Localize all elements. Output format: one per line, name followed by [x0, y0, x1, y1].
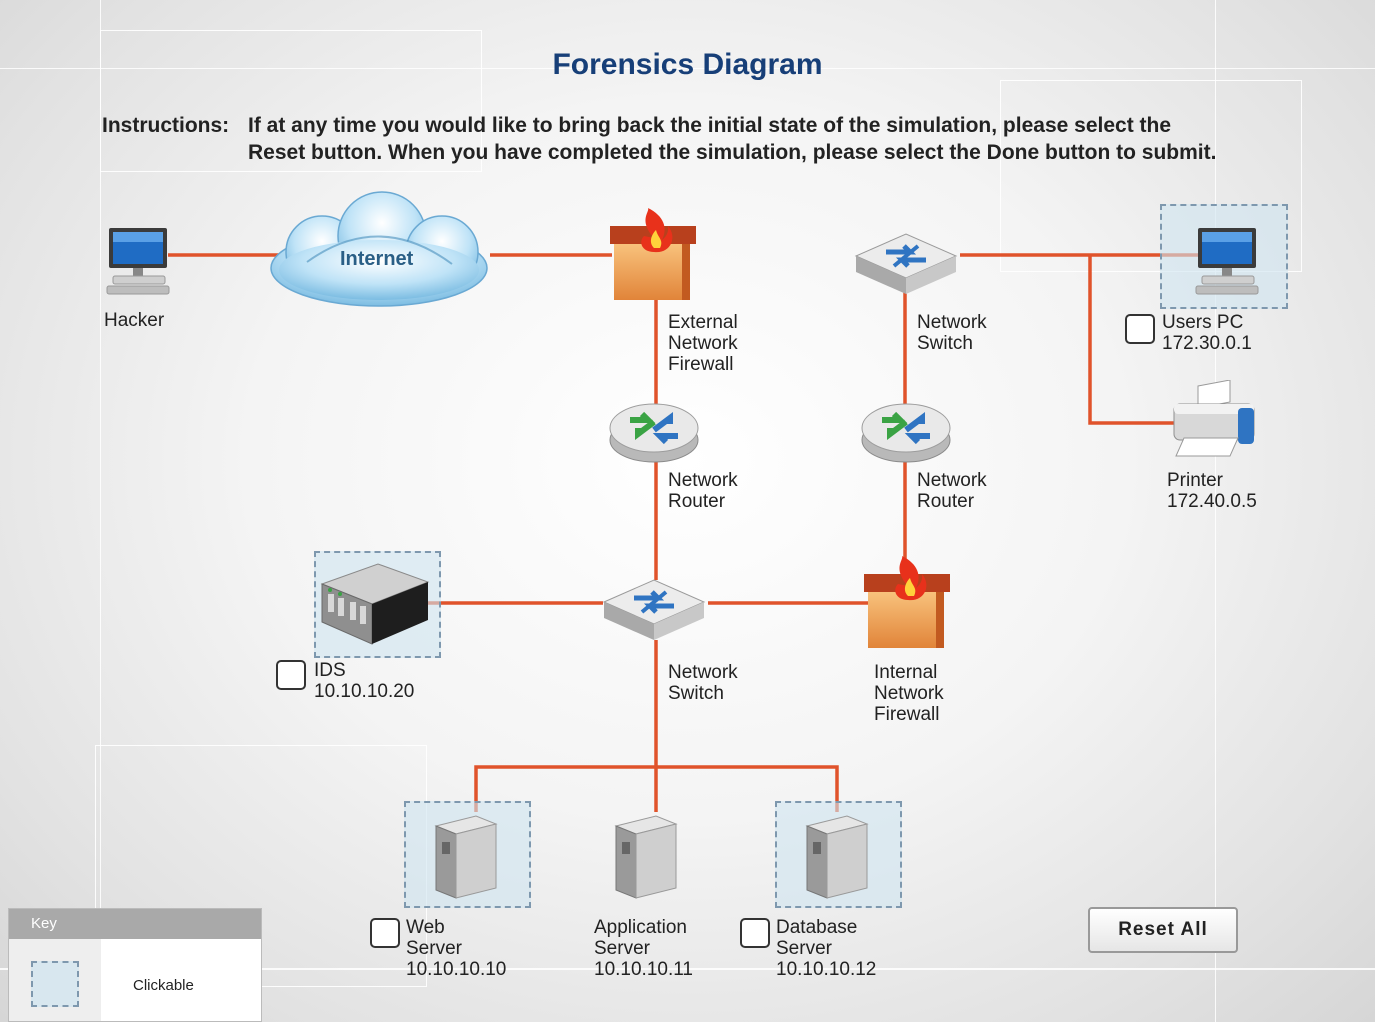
label-line: Printer: [1167, 470, 1223, 491]
internal-firewall-label: Internal Network Firewall: [874, 662, 944, 725]
network-router-right-label: Network Router: [917, 470, 987, 512]
database-server-icon: [803, 812, 873, 905]
network-router-icon: [860, 400, 952, 469]
label-line: Application: [594, 917, 687, 938]
label-line: Server: [594, 938, 650, 959]
label-line: Internal: [874, 662, 938, 683]
database-server-label: Database Server 10.10.10.12: [776, 917, 876, 980]
label-line: Router: [917, 491, 975, 512]
label-line: Router: [668, 491, 726, 512]
label-line: Network: [668, 333, 738, 354]
background-decor-line: [1215, 0, 1216, 1022]
ids-appliance-icon: [318, 560, 430, 651]
clickable-swatch-icon: [31, 961, 79, 1007]
instructions-prefix: Instructions:: [102, 114, 230, 137]
web-server-checkbox[interactable]: [370, 918, 400, 948]
ids-checkbox[interactable]: [276, 660, 306, 690]
printer-label: Printer 172.40.0.5: [1167, 470, 1257, 512]
internet-label: Internet: [340, 248, 414, 270]
label-line: Network: [668, 470, 738, 491]
internet-cloud-icon: [262, 190, 497, 320]
label-line: Database: [776, 917, 858, 938]
label-line: 172.40.0.5: [1167, 491, 1257, 512]
label-line: Switch: [917, 333, 973, 354]
internal-firewall-icon: [862, 556, 954, 657]
label-line: Server: [776, 938, 832, 959]
label-line: IDS: [314, 660, 346, 681]
background-decor-line: [100, 0, 101, 1022]
label-line: Switch: [668, 683, 724, 704]
label-line: Firewall: [668, 354, 734, 375]
reset-all-button[interactable]: Reset All: [1088, 907, 1238, 953]
label-line: Firewall: [874, 704, 940, 725]
legend-key-panel: Key Clickable: [8, 908, 262, 1022]
external-firewall-label: External Network Firewall: [668, 312, 738, 375]
label-line: Users PC: [1162, 312, 1244, 333]
label-line: Network: [917, 470, 987, 491]
label-line: External: [668, 312, 738, 333]
printer-icon: [1168, 379, 1260, 463]
label-line: 10.10.10.11: [594, 959, 693, 980]
web-server-label: Web Server 10.10.10.10: [406, 917, 506, 980]
network-switch-center-label: Network Switch: [668, 662, 738, 704]
users-pc-computer-icon: [1192, 226, 1262, 303]
network-switch-icon: [598, 572, 710, 647]
instructions-line-2: Reset button. When you have completed th…: [248, 141, 1217, 164]
background-decor-line: [0, 968, 1375, 970]
background-decor-line: [0, 68, 1375, 69]
network-router-icon: [608, 400, 700, 469]
database-server-checkbox[interactable]: [740, 918, 770, 948]
background-decor-box: [100, 30, 482, 172]
application-server-icon: [612, 812, 682, 905]
users-pc-label: Users PC 172.30.0.1: [1162, 312, 1252, 354]
external-firewall-icon: [608, 208, 700, 309]
label-line: 10.10.10.12: [776, 959, 877, 980]
users-pc-checkbox[interactable]: [1125, 314, 1155, 344]
network-switch-icon: [850, 226, 962, 301]
background-decor-box: [1000, 80, 1302, 272]
hacker-label: Hacker: [104, 310, 165, 331]
label-line: 172.30.0.1: [1162, 333, 1252, 354]
label-line: Server: [406, 938, 462, 959]
application-server-label: Application Server 10.10.10.11: [594, 917, 693, 980]
label-line: 10.10.10.20: [314, 681, 415, 702]
legend-swatch-cell: [9, 939, 101, 1021]
legend-clickable-label: Clickable: [133, 977, 194, 994]
hacker-computer-icon: [103, 226, 173, 303]
network-switch-top-label: Network Switch: [917, 312, 987, 354]
wire-server-bus: [474, 765, 839, 812]
network-router-left-label: Network Router: [668, 470, 738, 512]
label-line: Network: [874, 683, 944, 704]
page-title: Forensics Diagram: [552, 48, 823, 81]
label-line: Network: [668, 662, 738, 683]
label-line: Web: [406, 917, 445, 938]
web-server-icon: [432, 812, 502, 905]
wire-switch-printer: [1088, 255, 1178, 425]
instructions-line-1: If at any time you would like to bring b…: [248, 114, 1172, 137]
label-line: 10.10.10.10: [406, 959, 507, 980]
label-line: Network: [917, 312, 987, 333]
ids-label: IDS 10.10.10.20: [314, 660, 414, 702]
legend-key-header: Key: [9, 909, 261, 939]
